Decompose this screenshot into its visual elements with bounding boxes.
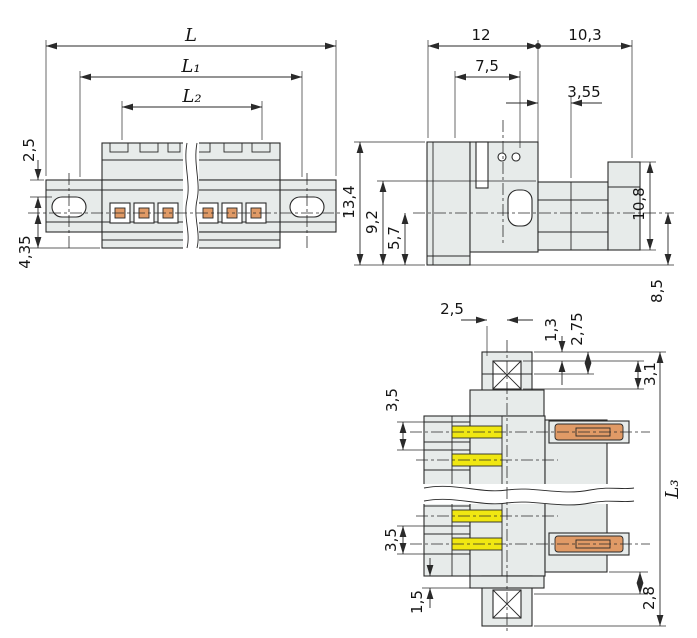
side-shroud: [537, 161, 641, 251]
dim-label-2-5-front: 2,5: [20, 138, 38, 162]
left-mounting-flange: [45, 179, 103, 233]
dim-label-10-8: 10,8: [630, 187, 648, 220]
dim-label-L1: L₁: [180, 56, 200, 77]
dim-label-4-35: 4,35: [16, 235, 34, 268]
dim-label-1-5: 1,5: [408, 590, 426, 614]
dim-label-8-5: 8,5: [648, 279, 666, 303]
side-centerlines: [413, 120, 674, 243]
front-dimensions: L L₁ L₂ 2,5 4,35: [16, 25, 337, 269]
side-flange-plate: [426, 141, 471, 266]
vent-hole-2: [511, 152, 521, 162]
housing-right-segment: [195, 142, 281, 249]
front-view: L L₁ L₂ 2,5 4,35: [16, 25, 348, 269]
dim-label-3-5-lower: 3,5: [382, 528, 400, 552]
latch-slot: [475, 141, 489, 189]
dim-label-L3: L₃: [662, 479, 683, 499]
dim-label-2-8: 2,8: [640, 586, 658, 610]
dim-label-L2: L₂: [181, 86, 201, 107]
right-mounting-flange: [279, 179, 337, 233]
dim-label-5-7: 5,7: [385, 226, 403, 250]
dim-label-3-5-upper: 3,5: [383, 388, 401, 412]
dim-label-13-4: 13,4: [340, 185, 358, 218]
dim-label-L: L: [184, 25, 197, 46]
dim-label-2-75: 2,75: [568, 312, 586, 345]
break-lines-bottom: [421, 484, 637, 506]
dim-label-2-5-bottom: 2,5: [440, 300, 464, 318]
dim-label-10-3: 10,3: [568, 26, 601, 44]
side-view: 12 10,3 7,5 3,55 13,4 9,2 5,7 10,8: [340, 26, 674, 303]
bottom-centerlines: [410, 340, 650, 634]
dim-label-1-3: 1,3: [542, 318, 560, 342]
bottom-view: 2,5 1,3 2,75 3,1 3,5 3,5 1,5: [382, 300, 683, 634]
vent-hole-1: [497, 152, 507, 162]
dim-label-12: 12: [471, 26, 490, 44]
side-recess-oval: [507, 189, 533, 227]
side-housing: [469, 141, 539, 253]
break-lines-front: [183, 141, 199, 251]
dim-label-3-55: 3,55: [567, 83, 600, 101]
dim-label-9-2: 9,2: [363, 210, 381, 234]
bottom-dimensions: 2,5 1,3 2,75 3,1 3,5 3,5 1,5: [382, 300, 683, 627]
dim-label-3-1: 3,1: [641, 362, 659, 386]
housing-left-segment: [101, 142, 187, 249]
side-dimensions: 12 10,3 7,5 3,55 13,4 9,2 5,7 10,8: [340, 26, 674, 303]
front-centerlines: [28, 173, 348, 250]
dim-label-7-5: 7,5: [475, 57, 499, 75]
